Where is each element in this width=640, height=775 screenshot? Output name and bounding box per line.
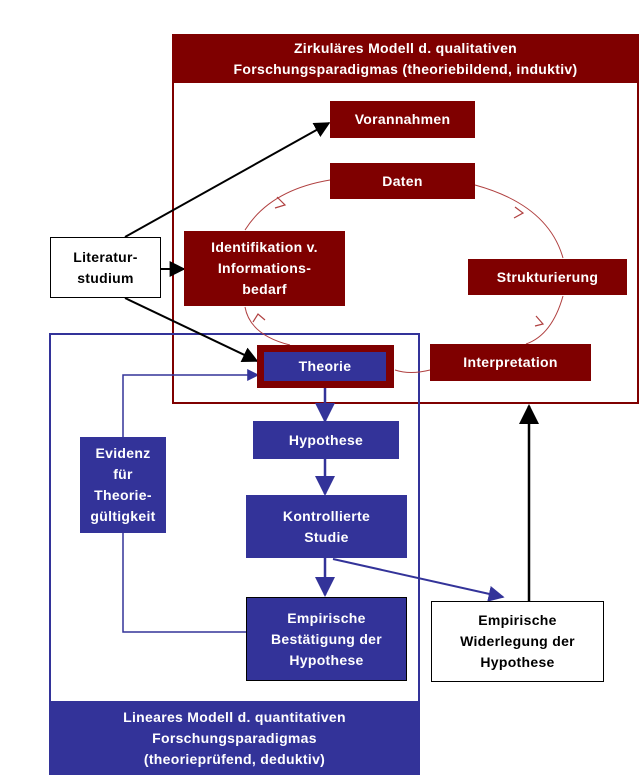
arrow-studie-widerlegung bbox=[332, 558, 505, 602]
arrow-literatur-vorannahmen bbox=[124, 122, 331, 238]
cycle-chevron bbox=[274, 196, 287, 209]
cycle-arc-daten-strukturierung bbox=[474, 184, 564, 259]
cycle-chevron bbox=[534, 315, 545, 327]
qualitative-frame-title: Zirkuläres Modell d. qualitativen Forsch… bbox=[173, 35, 638, 83]
quantitative-frame-title: Lineares Modell d. quantitativen Forschu… bbox=[50, 701, 419, 775]
node-interpretation: Interpretation bbox=[430, 344, 591, 381]
cycle-arc-identifikation-daten bbox=[244, 179, 331, 231]
node-literaturstudium: Literatur- studium bbox=[50, 237, 161, 298]
cycle-chevron bbox=[252, 313, 266, 323]
cycle-arc-interpretation-theorie bbox=[394, 369, 431, 373]
node-theorie: Theorie bbox=[264, 352, 386, 381]
node-kontrollierte-studie: Kontrollierte Studie bbox=[246, 495, 407, 558]
cycle-arc-strukturierung-interpretation bbox=[525, 295, 564, 345]
node-strukturierung: Strukturierung bbox=[468, 259, 627, 295]
node-daten: Daten bbox=[330, 163, 475, 199]
node-empirische-bestaetigung: Empirische Bestätigung der Hypothese bbox=[246, 597, 407, 681]
node-evidenz: Evidenz für Theorie- gültigkeit bbox=[80, 437, 166, 533]
cycle-chevron bbox=[513, 206, 525, 219]
cycle-arc-theorie-identifikation bbox=[244, 306, 291, 346]
node-vorannahmen: Vorannahmen bbox=[330, 101, 475, 138]
node-hypothese: Hypothese bbox=[253, 421, 399, 459]
arrow-literatur-theorie bbox=[124, 297, 259, 363]
node-empirische-widerlegung: Empirische Widerlegung der Hypothese bbox=[431, 601, 604, 682]
node-identifikation: Identifikation v. Informations- bedarf bbox=[184, 231, 345, 306]
